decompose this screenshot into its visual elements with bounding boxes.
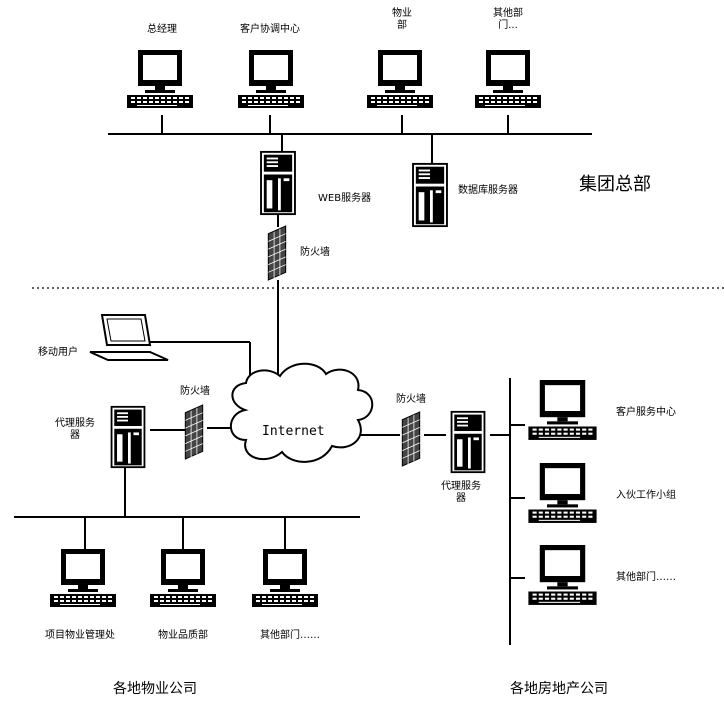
hq-firewall-label: 防火墙 [300, 247, 330, 258]
property-proxy-label: 代理服务 器 [55, 418, 95, 441]
workstation-icon [528, 463, 597, 523]
realestate-firewall-label: 防火墙 [396, 394, 426, 405]
proxy-server-icon [450, 410, 486, 474]
realestate-proxy-label: 代理服务 器 [441, 481, 481, 504]
realestate-station-label: 入伙工作小组 [616, 490, 676, 501]
realestate-region-label: 各地房地产公司 [510, 681, 608, 697]
workstation-icon [150, 549, 216, 607]
firewall-icon [401, 411, 421, 467]
hq-region-label: 集团总部 [579, 174, 651, 195]
internet-cloud-icon [230, 362, 374, 463]
workstation-icon [252, 549, 318, 607]
workstation-icon [50, 549, 116, 607]
property-firewall-label: 防火墙 [180, 386, 210, 397]
db-server-label: 数据库服务器 [458, 185, 518, 196]
proxy-server-icon [110, 405, 146, 469]
db-server-icon [412, 162, 448, 228]
property-station-label: 物业品质部 [158, 630, 208, 641]
hq-station-label: 总经理 [147, 24, 177, 35]
workstation-icon [528, 545, 597, 605]
property-region-label: 各地物业公司 [113, 681, 197, 697]
workstation-icon [528, 380, 597, 440]
property-station-label: 项目物业管理处 [45, 630, 115, 641]
hq-station-label: 客户协调中心 [240, 24, 300, 35]
firewall-icon [184, 404, 204, 460]
workstation-icon [127, 50, 193, 108]
web-server-label: WEB服务器 [318, 193, 372, 204]
internet-label: Internet [262, 424, 325, 439]
workstation-icon [238, 50, 304, 108]
firewall-icon [267, 225, 287, 281]
web-server-icon [260, 150, 296, 216]
laptop-icon [89, 314, 169, 361]
realestate-station-label: 客户服务中心 [616, 407, 676, 418]
hq-station-label: 其他部 门... [493, 8, 523, 31]
hq-station-label: 物业 部 [392, 8, 412, 31]
mobile-user-label: 移动用户 [38, 347, 78, 358]
property-station-label: 其他部门…… [260, 630, 320, 641]
workstation-icon [475, 50, 541, 108]
workstation-icon [367, 50, 433, 108]
connection-lines [14, 115, 592, 645]
realestate-station-label: 其他部门…… [616, 572, 676, 583]
